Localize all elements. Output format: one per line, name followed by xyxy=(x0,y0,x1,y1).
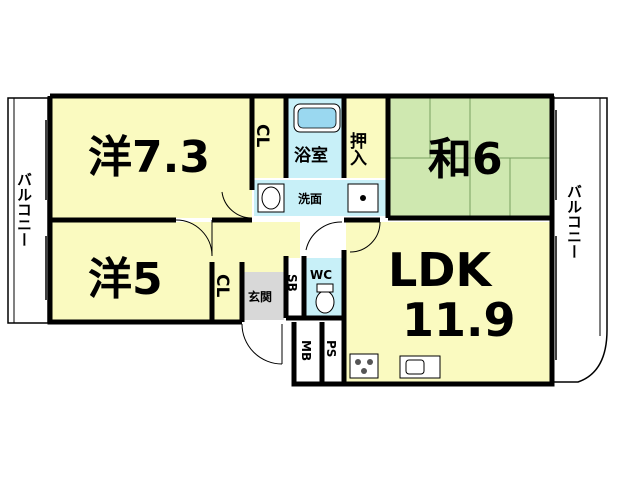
ldk-label: LDK xyxy=(388,243,493,297)
western-room-7-3 xyxy=(52,98,252,218)
left-balcony-label: バルコニー xyxy=(15,172,33,247)
windows xyxy=(45,110,557,360)
closet-2 xyxy=(214,262,242,320)
closet-1-label: CL xyxy=(252,124,272,147)
japanese-room-label: 和6 xyxy=(428,134,503,185)
closet-1 xyxy=(254,98,286,178)
mb-cabinet xyxy=(296,324,322,382)
washroom-label: 洗面 xyxy=(298,191,322,206)
toilet-icon xyxy=(315,283,335,314)
tatami-lines xyxy=(388,98,552,218)
stove-icon xyxy=(349,353,379,379)
right-balcony xyxy=(553,97,608,383)
western-room-5-label: 洋5 xyxy=(88,254,163,305)
ldk-size-label: 11.9 xyxy=(402,293,516,347)
ps-label: PS xyxy=(324,340,338,357)
genkan xyxy=(244,272,284,320)
mb-label: MB xyxy=(299,340,313,361)
ldk-room xyxy=(346,222,552,382)
bathtub-icon xyxy=(293,103,341,133)
ps-shaft xyxy=(324,324,344,382)
western-room-5 xyxy=(52,222,212,320)
door-swings xyxy=(175,191,381,365)
walls xyxy=(47,93,555,387)
closet-2-label: CL xyxy=(212,274,232,297)
oshiire-label: 押入 xyxy=(346,131,367,166)
shoe-box xyxy=(285,258,305,316)
genkan-label: 玄関 xyxy=(248,289,272,304)
washing-machine-icon xyxy=(347,183,379,213)
kitchen-sink-icon xyxy=(399,355,441,379)
oshiire xyxy=(346,98,388,178)
bath-label: 浴室 xyxy=(294,145,328,166)
western-room-7-3-label: 洋7.3 xyxy=(88,132,210,183)
washbasin-icon xyxy=(257,183,285,213)
wc-label: WC xyxy=(310,268,332,282)
left-balcony xyxy=(7,97,49,324)
shoebox-label: SB xyxy=(285,274,299,292)
right-balcony-label: バルコニー xyxy=(565,184,583,259)
